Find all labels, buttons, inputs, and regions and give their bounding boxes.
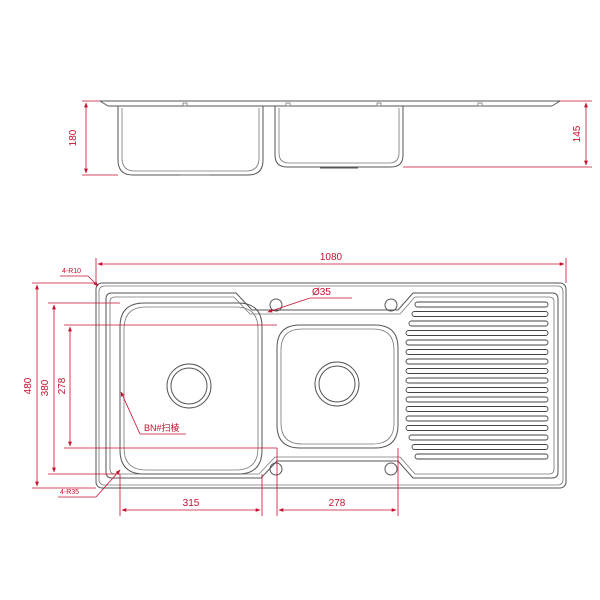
label-r35-leader [95, 469, 121, 498]
side-clip-3 [376, 102, 382, 107]
tap-hole-2 [384, 298, 398, 312]
drainboard-rib [405, 358, 549, 365]
small-bowl-inner [280, 328, 395, 445]
side-dim-left-text: 180 [68, 129, 79, 146]
large-bowl-drain-inner [170, 367, 208, 405]
dim-small-width-text: 278 [329, 498, 346, 509]
side-view: 180 145 [68, 100, 592, 176]
small-bowl-drain-inner [318, 365, 356, 403]
side-clip-1 [182, 102, 188, 107]
label-tap-text: Ø35 [312, 287, 331, 298]
dim-large-width-text: 315 [183, 498, 200, 509]
drainboard-rib [405, 396, 549, 403]
dim-height-text: 480 [23, 377, 34, 394]
drainboard-rib [414, 453, 549, 460]
drainboard-rib [405, 349, 549, 355]
basin-recess-outline [105, 292, 559, 479]
drainboard-rib [405, 330, 549, 336]
side-large-bowl [117, 106, 264, 176]
label-r10-leader [87, 275, 99, 287]
drainboard-rib [408, 434, 549, 441]
top-view: 1080 4-R10 480 380 278 315 278 4-R3 [23, 252, 567, 516]
drainboard-rib [405, 377, 549, 384]
drainboard-rib [405, 425, 549, 431]
dim-width-text: 1080 [320, 252, 343, 263]
side-small-bowl [274, 106, 404, 168]
dim-bowl-height-text: 380 [40, 379, 51, 396]
drainboard-rib [405, 415, 549, 422]
tap-hole-3 [269, 462, 283, 476]
small-bowl-outline [276, 324, 399, 449]
large-bowl-outline [119, 302, 263, 475]
drainboard-rib [408, 320, 549, 327]
drainboard-rib [411, 444, 549, 450]
drainboard-rib [405, 368, 549, 374]
drainboard-rib [414, 301, 549, 308]
drainboard-ribs [405, 301, 549, 460]
label-r10-text: 4-R10 [62, 268, 81, 275]
drainboard-rib [405, 406, 549, 412]
side-flange-right [551, 100, 561, 107]
drainboard-rib [405, 387, 549, 393]
deck-inner-edge [98, 285, 564, 486]
label-r35-text: 4-R35 [60, 489, 79, 496]
large-bowl-drain-outer [166, 363, 212, 409]
small-bowl-drain-outer [314, 361, 360, 407]
basin-recess-inner [109, 296, 555, 475]
tap-hole-1 [269, 298, 283, 312]
label-edge-leader [120, 391, 141, 435]
dim-small-height-text: 278 [57, 377, 68, 394]
side-clip-4 [477, 102, 483, 107]
side-small-bowl-inner [278, 108, 400, 164]
drainboard-rib [405, 339, 549, 346]
side-flange-left [99, 100, 109, 107]
large-bowl-inner [123, 306, 259, 471]
label-edge-text: BN#扫棱 [144, 422, 180, 433]
drainboard-rib [411, 311, 549, 317]
side-large-bowl-inner [121, 108, 260, 172]
side-clip-2 [285, 102, 291, 107]
side-dim-right-text: 145 [572, 125, 583, 142]
label-tap-leader [267, 297, 311, 313]
tap-hole-4 [384, 462, 398, 476]
deck-outline [95, 282, 567, 489]
